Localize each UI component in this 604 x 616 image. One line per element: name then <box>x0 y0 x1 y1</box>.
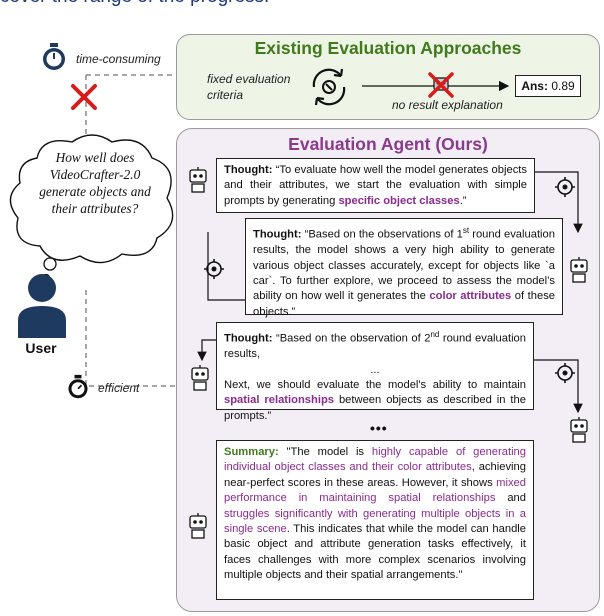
summary-label: Summary: <box>224 446 279 458</box>
answer-box: Ans: 0.89 <box>515 75 581 97</box>
stopwatch-icon <box>43 43 65 70</box>
tool-gear-icon <box>555 177 575 197</box>
user-question: How well does VideoCrafter-2.0 generate … <box>39 150 151 216</box>
user-avatar-icon <box>18 274 66 338</box>
thought-label: Thought: <box>224 332 273 345</box>
time-consuming-label: time-consuming <box>76 52 161 66</box>
dashed-connector-bottom <box>85 290 176 387</box>
tool-gear-icon <box>204 259 224 279</box>
answer-label: Ans: <box>521 79 548 93</box>
thought-label: Thought: <box>253 228 302 241</box>
arrow-card1-to-robot-right <box>535 171 583 234</box>
stopwatch-efficient-icon <box>68 374 88 399</box>
criteria-label-line2: criteria <box>207 88 244 102</box>
evaluation-agent-title: Evaluation Agent (Ours) <box>288 134 488 154</box>
robot-icon <box>570 417 588 443</box>
ellipsis: ... <box>370 363 380 376</box>
robot-icon <box>570 257 588 283</box>
robot-icon <box>189 513 207 539</box>
highlight-text: spatial relationships <box>224 394 335 407</box>
thought-card-1: Thought: “To evaluate how well the model… <box>216 158 535 213</box>
efficient-label: efficient <box>98 381 140 395</box>
user-label: User <box>25 340 57 356</box>
no-explanation-label: no result explanation <box>392 98 503 112</box>
thought-card-2: Thought: “Based on the observations of 1… <box>245 218 563 318</box>
existing-approaches-title: Existing Evaluation Approaches <box>254 38 522 58</box>
refresh-gear-icon <box>312 68 346 106</box>
robot-icon <box>189 167 207 193</box>
header-partial-text: cover the range of the progress. <box>0 0 380 8</box>
highlight-text: color attributes <box>429 290 512 303</box>
answer-value: 0.89 <box>551 79 575 93</box>
robot-crossed-icon <box>428 72 454 98</box>
thought-card-3: Thought: “Based on the observation of 2n… <box>216 322 534 422</box>
robot-icon <box>191 365 209 391</box>
arrow-card3-to-robot-right <box>534 359 583 414</box>
thought-label: Thought: <box>224 164 273 176</box>
criteria-label-line1: fixed evaluation <box>207 72 291 86</box>
cross-icon <box>71 84 97 110</box>
arrow-card3-to-robot-left <box>197 339 216 362</box>
highlight-text: specific object classes <box>338 194 460 207</box>
continuation-dots: ••• <box>370 420 388 436</box>
arrow-card2-left-link <box>207 232 245 301</box>
tool-gear-icon <box>555 363 575 383</box>
summary-card: Summary: "The model is highly capable of… <box>216 440 534 600</box>
